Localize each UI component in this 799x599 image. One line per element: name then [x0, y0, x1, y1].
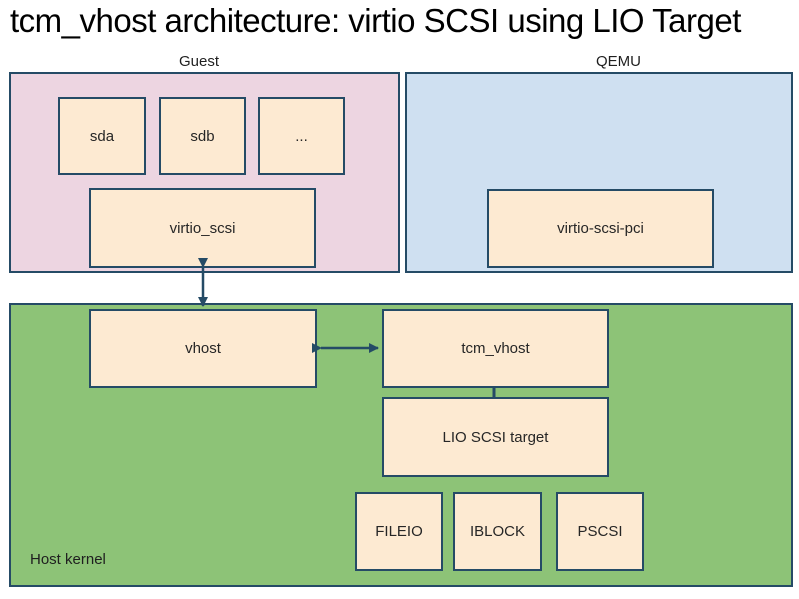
node-vhost-label: vhost	[185, 340, 221, 357]
node-pscsi-label: PSCSI	[577, 523, 623, 540]
node-lio-scsi-target-label: LIO SCSI target	[442, 428, 549, 446]
node-pscsi: PSCSI	[556, 492, 644, 571]
node-virtio-scsi-label: virtio_scsi	[169, 219, 236, 237]
node-more-disks-label: ...	[295, 127, 308, 145]
node-lio-scsi-target: LIO SCSI target	[382, 397, 609, 477]
node-tcm-vhost: tcm_vhost	[382, 309, 609, 388]
host-kernel-label: Host kernel	[30, 551, 106, 568]
node-vhost: vhost	[89, 309, 317, 388]
node-virtio-scsi: virtio_scsi	[89, 188, 316, 268]
node-fileio: FILEIO	[355, 492, 443, 571]
guest-group-label: Guest	[179, 53, 220, 70]
node-sdb-label: sdb	[190, 127, 215, 145]
node-more-disks: ...	[258, 97, 345, 175]
page-title: tcm_vhost architecture: virtio SCSI usin…	[10, 2, 741, 39]
qemu-group-label: QEMU	[596, 53, 641, 70]
node-virtio-scsi-pci-label: virtio-scsi-pci	[557, 220, 644, 237]
node-virtio-scsi-pci: virtio-scsi-pci	[487, 189, 714, 268]
node-sdb: sdb	[159, 97, 246, 175]
node-iblock-label: IBLOCK	[469, 523, 526, 540]
node-sda: sda	[58, 97, 146, 175]
node-tcm-vhost-label: tcm_vhost	[461, 340, 530, 357]
node-sda-label: sda	[89, 127, 115, 145]
node-iblock: IBLOCK	[453, 492, 542, 571]
node-fileio-label: FILEIO	[375, 523, 423, 540]
